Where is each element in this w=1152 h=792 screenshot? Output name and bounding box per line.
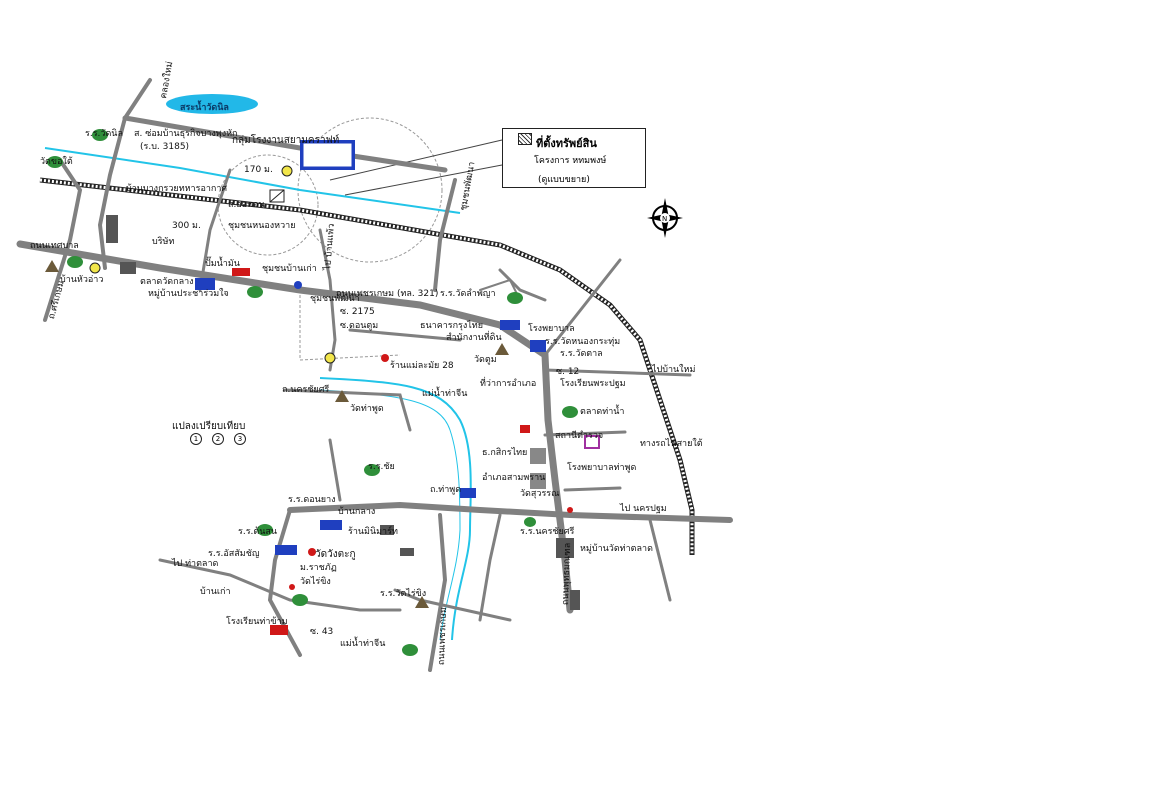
label-sch3: ร.ร.นครชัยศรี xyxy=(520,527,575,537)
comparison-marker-1: 1 xyxy=(190,433,202,445)
label-housing: ชุมชนหนองหวาย xyxy=(228,221,296,231)
label-amphur: อำเภอสามพราน xyxy=(482,473,546,483)
legend-title: ที่ตั้งทรัพย์สิน xyxy=(536,137,597,150)
label-village-rt: ส. ซ่อมบ้านธุรกิจบางพุงหัก xyxy=(134,129,238,139)
label-s-lumpini: ร.ร.วัดลำพญา xyxy=(440,289,496,299)
label-hall: บริษัท xyxy=(152,237,175,247)
legend-project: โครงการ หทมพงษ์ xyxy=(534,156,607,166)
label-school-cc: โรงเรียนพระปฐม xyxy=(560,379,626,389)
label-s43: ซ. 43 xyxy=(310,627,334,637)
label-hsp2: โรงพยาบาลท่าพูด xyxy=(567,463,637,473)
label-s-wat: วัดไร่ขิง xyxy=(300,577,331,587)
label-bank: ธนาคารกรุงไทย xyxy=(420,321,484,331)
distance-300: 300 ม. xyxy=(172,221,201,231)
label-b12: ซ. 12 xyxy=(556,367,580,377)
label-hotel2: แม่น้ำท่าจีน xyxy=(340,639,386,649)
label-rd-main: ถนนเพชรเกษม (ทล. 321) xyxy=(336,289,439,299)
map-icons xyxy=(89,140,600,635)
label-hotel: สถานีตำรวจ xyxy=(555,431,604,441)
label-sw-road: ไป ท่าตลาด xyxy=(172,559,219,569)
north-compass-icon: N xyxy=(647,198,683,238)
label-gov: สำนักงานที่ดิน xyxy=(446,333,502,343)
label-tmple2: วัดสุวรรณ xyxy=(520,489,560,499)
label-factory-rt: บ้านบางกรวยทหารอากาศ xyxy=(126,184,228,194)
label-lb-zone: แปลงเปรียบเทียบ xyxy=(172,421,246,432)
comparison-marker-2: 2 xyxy=(212,433,224,445)
label-nnw: ม.ราชภัฏ xyxy=(300,563,337,573)
label-school-e: ร.ร.วัดหนองกระทุ่ม xyxy=(545,337,621,347)
label-pump: ปั๊มน้ำมัน xyxy=(205,259,240,269)
label-village-rt2: (ร.บ. 3185) xyxy=(140,142,190,152)
label-village-s: ร้านมินิมาร์ท xyxy=(348,527,398,537)
label-crossroad: ถ.นครชัยศรี xyxy=(282,385,330,395)
label-left-village: บ้านหัวอ่าว xyxy=(60,275,104,285)
label-kochai: ร.ร.ชัย xyxy=(368,462,395,472)
label-river: แม่น้ำท่าจีน xyxy=(422,389,468,399)
label-pr-temple: วัดตูม xyxy=(474,355,497,365)
river-left xyxy=(319,377,472,641)
railway xyxy=(39,177,695,555)
zoom-line-2 xyxy=(344,164,503,196)
label-school-s2: ร.ร.ต้นสน xyxy=(238,527,278,537)
label-rail-e: ทางรถไฟสายใต้ xyxy=(640,439,703,449)
label-soi: ซ. 2175 xyxy=(340,307,375,317)
label-pl3: หมู่บ้านวัดท่าตลาด xyxy=(580,544,653,554)
label-soi2: ซ.ดอนตูม xyxy=(340,321,379,331)
trees xyxy=(47,129,578,656)
label-bigs: โรงเรียนท่าข้าม xyxy=(226,617,288,627)
label-shop: ร้านแม่ละมัย 28 xyxy=(390,361,454,371)
river-right xyxy=(319,389,461,641)
label-market: ตลาดวัดกลาง xyxy=(140,277,194,287)
factory-group-label: กลุ่มโรงงานสยามคราฟท์ xyxy=(232,135,340,146)
distance-170: 170 ม. xyxy=(244,165,273,175)
label-south-sch: ร.ร.อัสสัมชัญ xyxy=(208,549,260,559)
comparison-marker-3: 3 xyxy=(234,433,246,445)
temples xyxy=(45,260,509,608)
label-nearby-small: ส.ออทอน xyxy=(228,200,265,210)
label-sw-temple: บ้านเก่า xyxy=(200,587,231,597)
label-temple-nw: วัดขอใต้ xyxy=(40,157,73,167)
label-school1: ร.ร.วัดนิล xyxy=(85,129,123,139)
roads xyxy=(16,78,733,672)
lake-label: สระน้ำวัดนิล xyxy=(180,103,229,113)
label-pl2: ชุมชนบ้านเก่า xyxy=(262,264,317,274)
label-east-rd: ไป นครปฐม xyxy=(620,504,667,514)
label-ne-road: ไปบ้านใหม่ xyxy=(652,365,696,375)
label-market2: ตลาดท่าน้ำ xyxy=(580,407,625,417)
label-prod: หมู่บ้านประชาร่วมใจ xyxy=(148,289,229,299)
property-hatch-swatch xyxy=(518,133,532,145)
legend-see-enlarged: (ดูแบบขยาย) xyxy=(538,175,590,185)
label-temple-s: วัดท่าพูด xyxy=(350,404,384,414)
label-s-cluster: บ้านกลาง xyxy=(338,507,376,517)
label-hosp: โรงพยาบาล xyxy=(528,324,575,334)
label-bank2: ธ.กสิกรไทย xyxy=(482,448,528,458)
label-sch-sw: วัดวังตะกู xyxy=(315,549,356,560)
dashed-divider-2 xyxy=(299,354,401,361)
label-cen-school: ร.ร.วัดตาล xyxy=(560,349,603,359)
label-wat-kd: ร.ร.ดอนยาง xyxy=(288,495,336,505)
label-tele: ชุมชนพัฒนา xyxy=(310,294,360,304)
label-rd-left: ถนนเทศบาล xyxy=(30,241,79,251)
lake-shape xyxy=(166,94,258,114)
label-rdrailS: ถ.ท่าพูด xyxy=(430,485,462,495)
compass-letter: N xyxy=(662,215,667,223)
label-s-school: ร.ร.วัดไร่ขิง xyxy=(380,589,427,599)
label-dtr: ที่ว่าการอำเภอ xyxy=(480,379,537,389)
zoom-line-1 xyxy=(329,139,503,181)
